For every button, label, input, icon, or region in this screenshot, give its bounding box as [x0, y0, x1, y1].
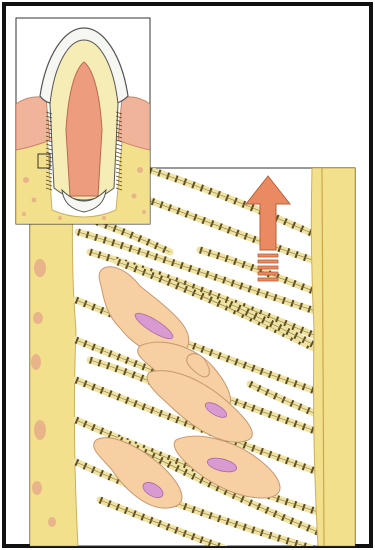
arrow-dash [258, 266, 278, 269]
tooth-inset-panel [16, 18, 150, 224]
arrow-dash [258, 260, 278, 263]
arrow-dash [258, 254, 278, 257]
arrow-dash [258, 272, 278, 275]
arrow-dash [258, 278, 278, 281]
inset-gum-left [16, 97, 50, 150]
enlarged-view-panel [30, 168, 355, 550]
inset-gum-right [118, 97, 150, 150]
cementum-wall [311, 168, 355, 546]
